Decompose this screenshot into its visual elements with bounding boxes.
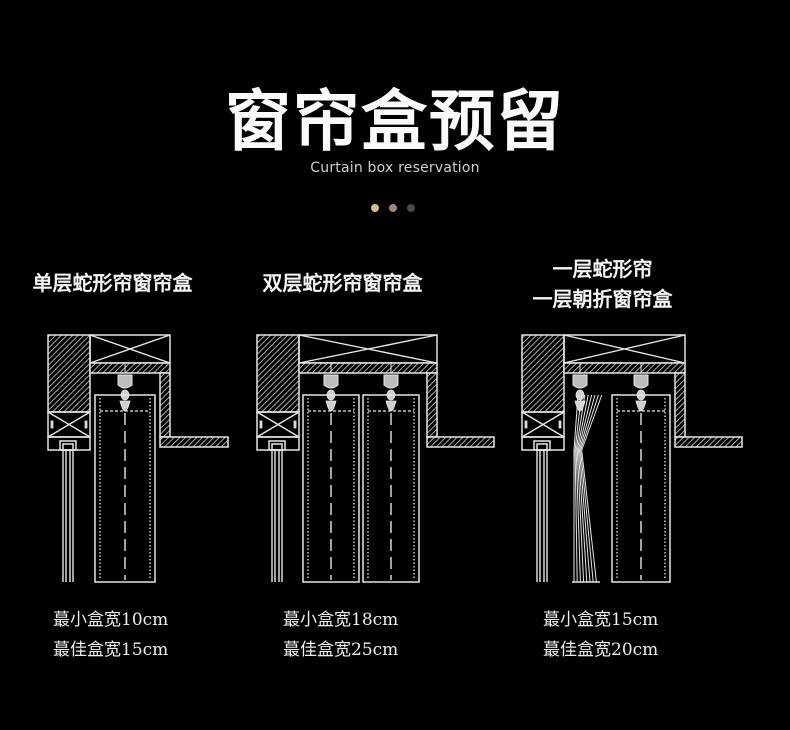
sill-channel-inner <box>271 443 283 451</box>
sill-channel-inner <box>536 443 548 451</box>
dot-1 <box>371 204 379 212</box>
frame-latch-left <box>50 420 54 429</box>
panel-3-specs: 蕞小盒宽15cm 蕞佳盒宽20cm <box>543 605 658 665</box>
panel-3-min-width: 蕞小盒宽15cm <box>543 610 659 630</box>
track-1-hook <box>575 389 585 401</box>
box-side-wall <box>426 372 438 438</box>
window-frame-cross-b <box>521 411 565 438</box>
panel-2-min-width: 蕞小盒宽18cm <box>283 610 399 630</box>
panel-2-title: 双层蛇形帘窗帘盒 <box>230 268 455 298</box>
track-1-carriage <box>117 374 133 389</box>
dot-3 <box>407 204 415 212</box>
panel-3-title-line-2: 一层朝折窗帘盒 <box>532 287 673 311</box>
panel-1-min-width: 蕞小盒宽10cm <box>53 610 169 630</box>
frame-latch-left <box>259 420 263 429</box>
snake-curtain-2-outline <box>362 394 420 583</box>
box-side-wall <box>674 372 686 438</box>
pleated-curtain-pleat-6 <box>578 394 596 583</box>
ceiling-slab <box>89 362 171 374</box>
panel-2-diagram <box>256 334 495 583</box>
pleated-curtain-pleat-8 <box>581 394 603 583</box>
frame-latch-left <box>524 420 528 429</box>
page-title: 窗帘盒预留 <box>225 82 565 160</box>
track-2-carriage <box>383 374 399 389</box>
dot-2 <box>389 204 397 212</box>
pleated-curtain-pleat-7 <box>580 394 599 583</box>
snake-curtain-1-outline <box>302 394 360 583</box>
track-2-glider <box>635 400 647 412</box>
ceiling-slab <box>298 362 438 374</box>
box-side-wall <box>159 372 171 438</box>
track-2-glider <box>385 400 397 412</box>
track-1-carriage <box>572 374 588 389</box>
panel-1-best-width: 蕞佳盒宽15cm <box>53 640 169 660</box>
panel-1-title-line-1: 单层蛇形帘窗帘盒 <box>32 271 193 295</box>
frame-latch-right <box>293 420 297 429</box>
window-frame-cross-b <box>47 411 91 438</box>
panel-3-best-width: 蕞佳盒宽20cm <box>543 640 659 660</box>
page-subtitle: Curtain box reservation <box>310 160 480 176</box>
ceiling-ledge <box>426 436 495 448</box>
track-1-glider <box>325 400 337 412</box>
panel-3-title-line-1: 一层蛇形帘 <box>552 257 653 281</box>
panel-2-specs: 蕞小盒宽18cm 蕞佳盒宽25cm <box>283 605 398 665</box>
panel-1-title: 单层蛇形帘窗帘盒 <box>0 268 225 298</box>
box-top-cross-b <box>89 334 171 364</box>
panel-1-diagram <box>47 334 229 583</box>
box-top-cross-b <box>563 334 686 364</box>
window-frame-cross-b <box>256 411 300 438</box>
pleated-curtain-pleat-2 <box>574 394 582 583</box>
panel-1-specs: 蕞小盒宽10cm 蕞佳盒宽15cm <box>53 605 168 665</box>
pleated-curtain-pleat-3 <box>575 394 586 583</box>
panel-2-title-line-1: 双层蛇形帘窗帘盒 <box>262 271 423 295</box>
sill-channel-inner <box>62 443 74 451</box>
panel-2-best-width: 蕞佳盒宽25cm <box>283 640 399 660</box>
track-2-carriage <box>633 374 649 389</box>
frame-latch-right <box>84 420 88 429</box>
pleated-curtain-pleat-5 <box>577 394 593 583</box>
box-top-cross-b <box>298 334 438 364</box>
wall-hatched <box>256 334 300 413</box>
snake-curtain-2-outline <box>611 394 671 583</box>
panel-3-diagram <box>521 334 743 583</box>
wall-hatched <box>521 334 565 413</box>
wall-hatched <box>47 334 91 413</box>
pleated-curtain-pleat-4 <box>576 394 589 583</box>
ceiling-ledge <box>674 436 743 448</box>
track-1-glider <box>119 400 131 412</box>
track-1-carriage <box>323 374 339 389</box>
pagination-dots <box>371 204 415 212</box>
ceiling-ledge <box>159 436 229 448</box>
pleated-curtain-pleat-1 <box>573 394 579 582</box>
panel-3-title: 一层蛇形帘 一层朝折窗帘盒 <box>490 254 715 314</box>
frame-latch-right <box>558 420 562 429</box>
ceiling-slab <box>563 362 686 374</box>
snake-curtain-1-outline <box>94 394 156 583</box>
